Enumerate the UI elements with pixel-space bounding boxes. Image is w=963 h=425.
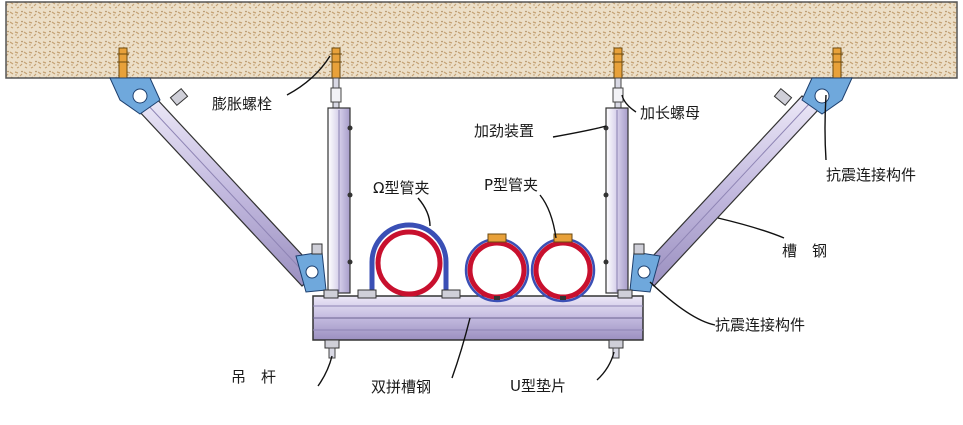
vertical-posts	[327, 107, 629, 294]
label-channel-steel: 槽 钢	[782, 242, 828, 260]
expansion-bolt-icon	[831, 47, 843, 79]
u-washer-icon	[324, 339, 340, 349]
label-expansion-bolt: 膨胀螺栓	[212, 95, 273, 113]
seismic-connector-icon	[109, 77, 189, 115]
seismic-connector-icon	[629, 243, 661, 293]
expansion-bolt-icon	[117, 47, 129, 79]
omega-clamp-pipe	[357, 222, 461, 299]
hanger-rods	[330, 77, 624, 109]
seismic-connectors	[109, 77, 853, 293]
p-clamp-pipe	[464, 233, 530, 303]
p-clamp-pipe	[530, 233, 596, 303]
label-p-clamp: P型管夹	[484, 176, 539, 194]
expansion-bolt-icon	[612, 47, 624, 79]
seismic-connector-icon	[295, 243, 327, 293]
label-omega-clamp: Ω型管夹	[373, 179, 430, 197]
label-long-nut: 加长螺母	[640, 104, 701, 122]
label-u-washer: U型垫片	[510, 377, 566, 395]
double-channel-beam	[312, 289, 644, 359]
label-double-channel: 双拼槽钢	[371, 378, 432, 396]
u-washer-icon	[608, 339, 624, 349]
leader-lines	[286, 55, 827, 387]
label-stiffener: 加劲装置	[474, 122, 535, 140]
label-seismic-connector-top: 抗震连接构件	[826, 166, 917, 184]
label-seismic-connector-bottom: 抗震连接构件	[715, 316, 806, 334]
diagonal-braces	[137, 95, 819, 287]
label-hanger-rod: 吊 杆	[231, 368, 277, 386]
long-nut-icon	[612, 87, 624, 103]
long-nut-icon	[330, 87, 342, 103]
concrete-ceiling	[5, 1, 958, 79]
expansion-bolt-icon	[330, 47, 342, 79]
